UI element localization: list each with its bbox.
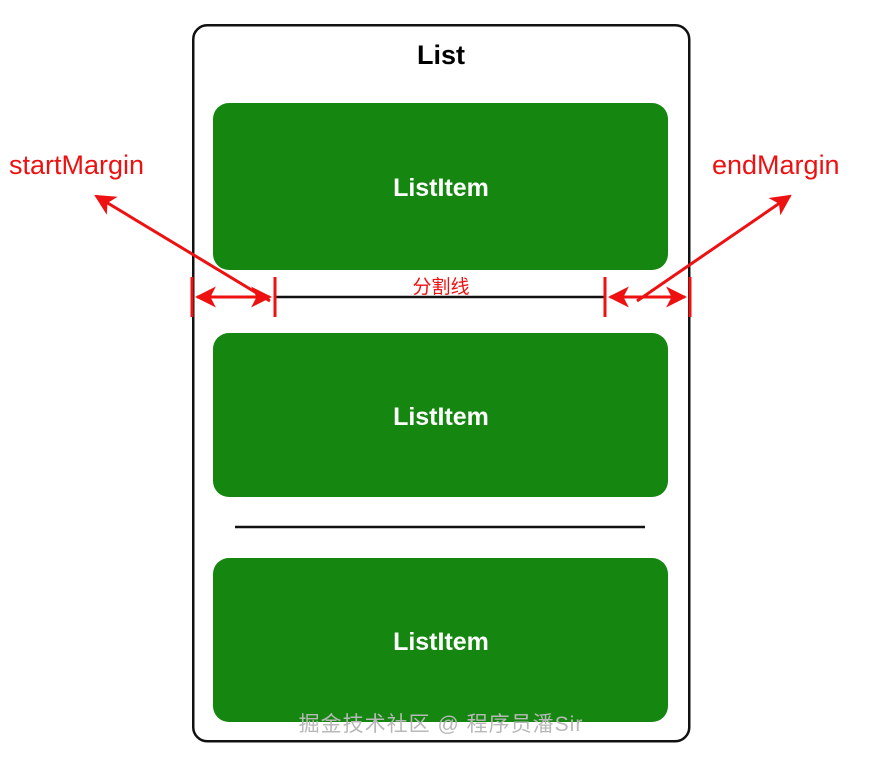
start-margin-pointer-arrow [94,194,271,303]
list-item-3[interactable] [213,558,668,722]
list-item-2[interactable] [213,333,668,497]
end-margin-pointer-arrow [636,194,792,303]
list-item-1[interactable] [213,103,668,270]
